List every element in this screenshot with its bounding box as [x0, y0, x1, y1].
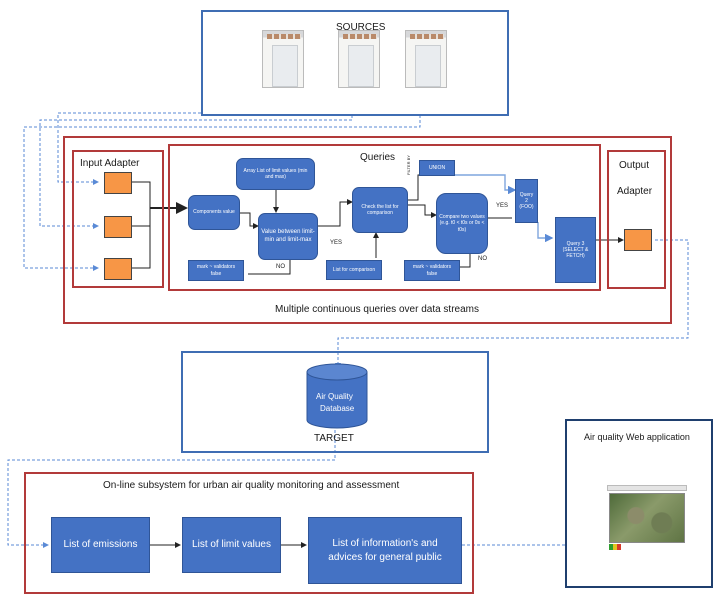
query-blue-lines — [455, 174, 554, 243]
database-label-line1: Air Quality — [316, 392, 353, 401]
list-comparison-node: List for comparison — [326, 260, 382, 280]
components-value-node: Components value — [188, 195, 240, 230]
no-label-2: NO — [478, 256, 487, 262]
union-node: UNION — [419, 160, 455, 176]
input-adapter-frame — [72, 150, 164, 288]
database-label-line2: Database — [320, 404, 355, 413]
query2-node: Query 2 (FOO) — [515, 179, 538, 223]
no-label-1: NO — [276, 264, 285, 270]
output-adapter-frame — [607, 150, 666, 289]
filter-by-label: FILTER BY — [406, 155, 411, 175]
mark-invalid-node-2: mark ~ validators false — [404, 260, 460, 281]
input-port-2 — [104, 216, 132, 238]
webapp-title: Air quality Web application — [584, 432, 690, 442]
value-between-node: Value between limit-min and limit-max — [258, 213, 318, 260]
stream-caption: Multiple continuous queries over data st… — [275, 304, 479, 315]
input-port-1 — [104, 172, 132, 194]
query3-node: Query 3 (SELECT & FETCH) — [555, 217, 596, 283]
source-photo-3 — [405, 30, 447, 88]
webapp-toolbar — [607, 485, 687, 491]
information-box: List of information's and advices for ge… — [308, 517, 462, 584]
array-list-node: Array List of limit values (min and max) — [236, 158, 315, 190]
database-cylinder — [306, 363, 368, 429]
mark-invalid-node-1: mark ~ validators false — [188, 260, 244, 281]
processing-frame — [63, 136, 672, 324]
check-list-node: Check the list for comparison — [352, 187, 408, 233]
target-dashed-line — [7, 430, 336, 548]
source-photo-2 — [338, 30, 380, 88]
output-port — [624, 229, 652, 251]
limit-values-box: List of limit values — [182, 517, 281, 573]
input-adapter-title: Input Adapter — [80, 158, 140, 169]
emissions-box: List of emissions — [51, 517, 150, 573]
queries-title: Queries — [360, 152, 396, 163]
webapp-map — [609, 493, 685, 543]
webapp-legend — [609, 544, 621, 550]
subsystem-title: On-line subsystem for urban air quality … — [103, 480, 400, 491]
query-lines — [240, 174, 512, 275]
queries-frame — [168, 144, 601, 291]
yes-label-1: YES — [330, 240, 343, 246]
target-label: TARGET — [314, 433, 354, 444]
output-adapter-title-line2: Adapter — [617, 186, 653, 197]
input-port-3 — [104, 258, 132, 280]
source-photo-1 — [262, 30, 304, 88]
output-dashed-line — [335, 239, 689, 369]
compare-node: Compare two values (e.g. t0 < t0s or 0s … — [436, 193, 488, 254]
subsystem-frame — [24, 472, 474, 594]
yes-label-2: YES — [496, 203, 509, 209]
sources-title: SOURCES — [336, 22, 386, 33]
output-adapter-title-line1: Output — [619, 160, 650, 171]
target-frame — [181, 351, 489, 453]
